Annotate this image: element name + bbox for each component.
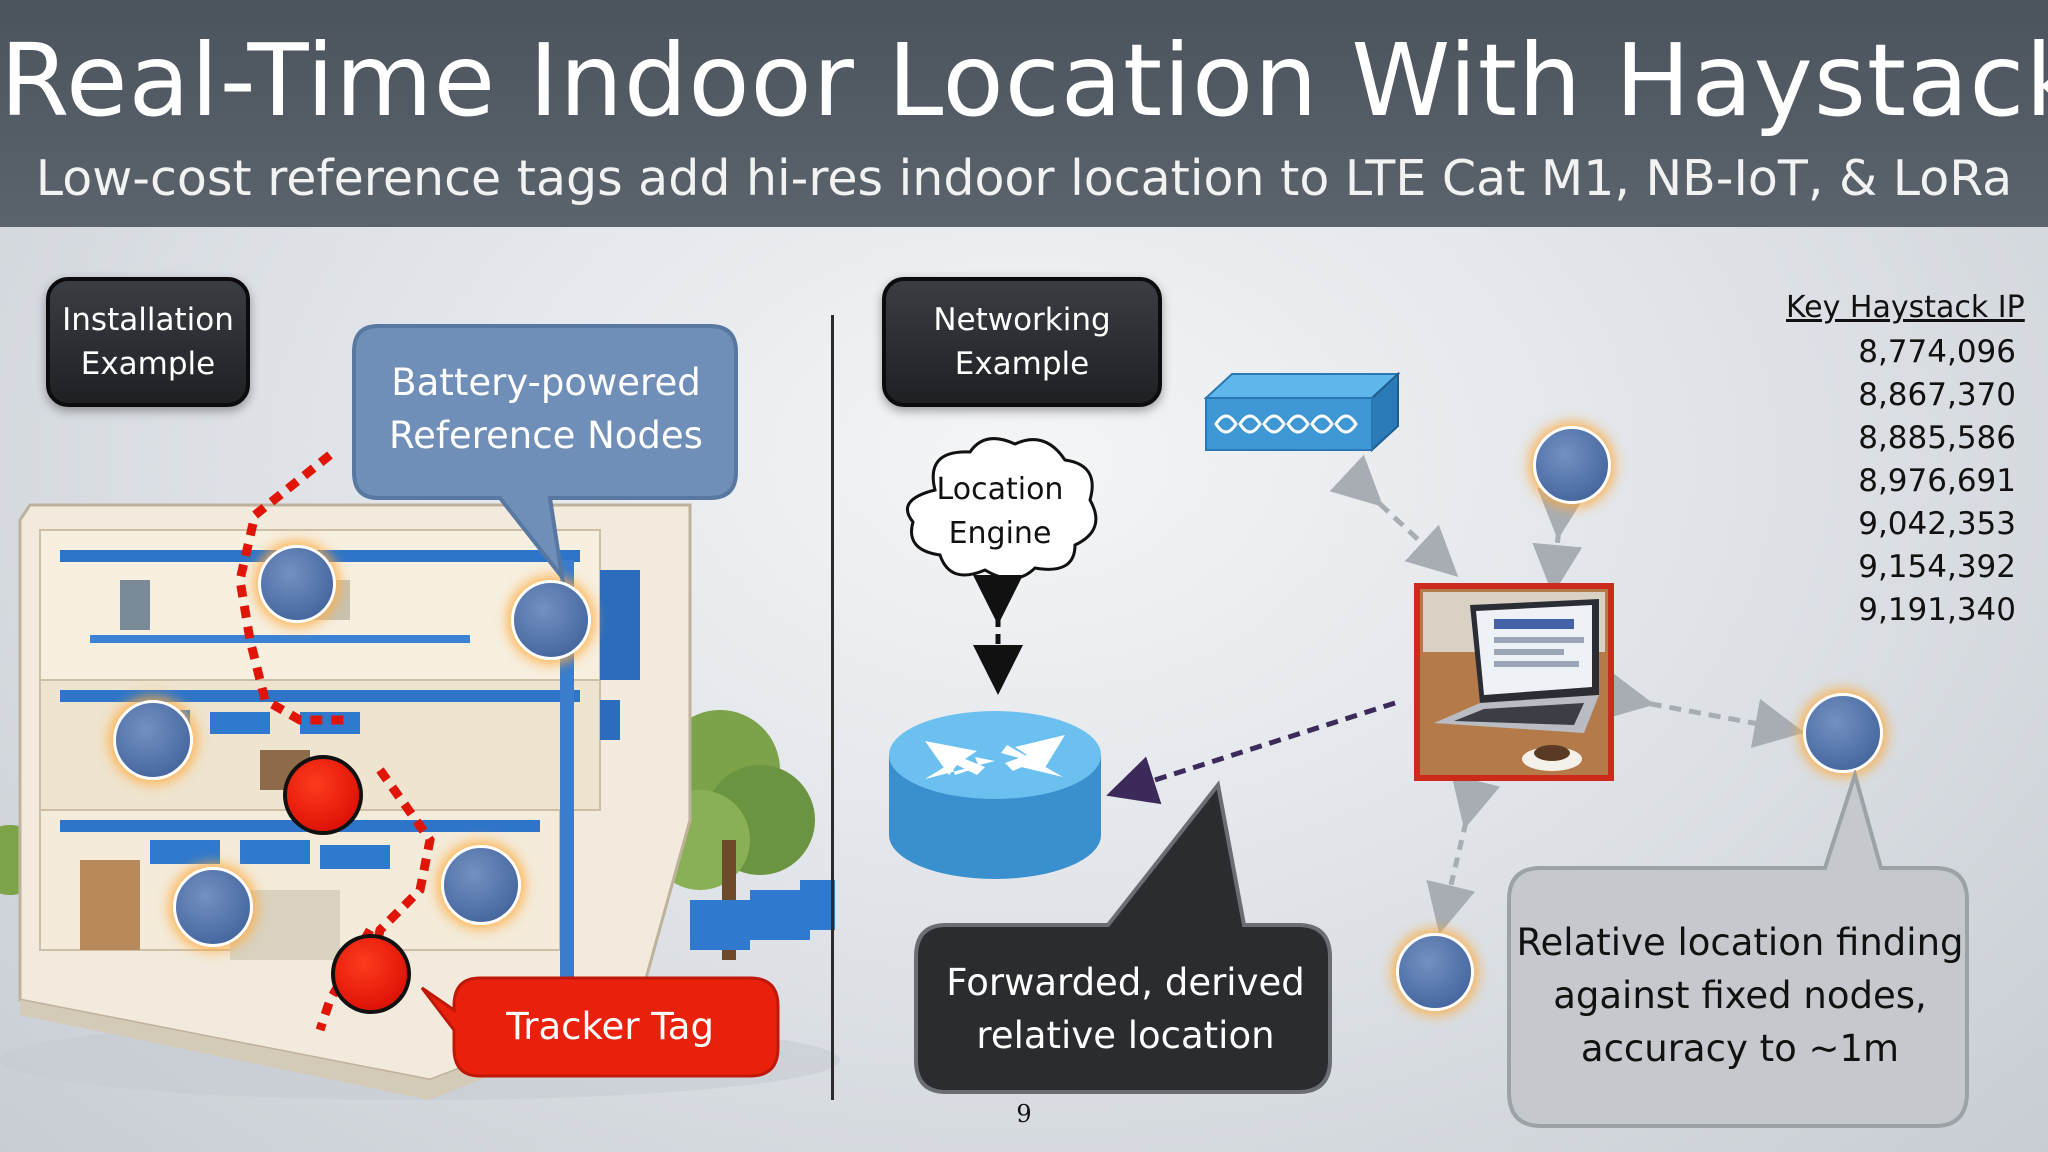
patent-number: 9,042,353 <box>1858 506 2016 542</box>
patent-number: 9,154,392 <box>1858 549 2016 585</box>
networking-example-label: Networking Example <box>882 277 1162 407</box>
cloud-text: Location Engine <box>895 468 1105 556</box>
tracker-tag-marker <box>283 755 363 835</box>
reference-nodes-callout-bubble <box>352 324 738 582</box>
relative-location-callout-text: Relative location finding against fixed … <box>1511 916 1969 1075</box>
networking-label-line2: Example <box>954 346 1090 382</box>
installation-label-line1: Installation <box>62 302 234 338</box>
slide-subtitle: Low-cost reference tags add hi-res indoo… <box>35 150 2013 207</box>
reference-nodes-line1: Battery-powered <box>391 361 701 404</box>
slide-title: Real-Time Indoor Location With Haystack <box>0 22 2048 139</box>
installation-example-label: Installation Example <box>46 277 250 407</box>
networking-label-line1: Networking <box>933 302 1111 338</box>
forwarded-line2: relative location <box>976 1014 1275 1057</box>
relative-line3: accuracy to ~1m <box>1580 1027 1900 1070</box>
patent-number: 8,867,370 <box>1858 377 2016 413</box>
forwarded-callout-text: Forwarded, derived relative location <box>918 956 1333 1062</box>
reference-node <box>1803 693 1883 773</box>
cloud-line1: Location <box>936 472 1064 507</box>
reference-node <box>441 845 521 925</box>
page-number: 9 <box>1016 1100 1032 1128</box>
router-icon <box>889 711 1101 879</box>
reference-nodes-line2: Reference Nodes <box>389 414 703 457</box>
tracker-tag-callout-text: Tracker Tag <box>506 1005 714 1048</box>
reference-node <box>1396 933 1474 1011</box>
patent-number: 8,774,096 <box>1858 334 2016 370</box>
patent-number: 8,885,586 <box>1858 420 2016 456</box>
patent-number: 8,976,691 <box>1858 463 2016 499</box>
relative-line1: Relative location finding <box>1516 921 1964 964</box>
relative-location-callout-bubble <box>1507 770 1969 1128</box>
title-bar: Real-Time Indoor Location With Haystack … <box>0 0 2048 227</box>
reference-node <box>258 545 336 623</box>
cloud-icon <box>906 437 1098 580</box>
laptop-photo-icon <box>1414 583 1614 781</box>
reference-node <box>173 867 253 947</box>
forwarded-callout-bubble <box>914 780 1332 1094</box>
cloud-line2: Engine <box>948 516 1052 551</box>
reference-nodes-callout-text: Battery-powered Reference Nodes <box>356 356 736 462</box>
tracker-tag-callout-bubble <box>420 976 780 1078</box>
patent-list: 8,774,096 8,867,370 8,885,586 8,976,691 … <box>1800 331 2016 632</box>
network-switch-icon <box>1203 371 1401 453</box>
forwarded-line1: Forwarded, derived <box>946 961 1305 1004</box>
installation-label-line2: Example <box>80 346 216 382</box>
key-ip-heading: Key Haystack IP <box>1786 290 2025 325</box>
panel-divider <box>831 315 834 1100</box>
tracker-tag-marker <box>331 934 411 1014</box>
relative-line2: against fixed nodes, <box>1553 974 1927 1017</box>
patent-number: 9,191,340 <box>1858 592 2016 628</box>
reference-node <box>511 580 591 660</box>
reference-node <box>113 700 193 780</box>
reference-node <box>1533 426 1611 504</box>
